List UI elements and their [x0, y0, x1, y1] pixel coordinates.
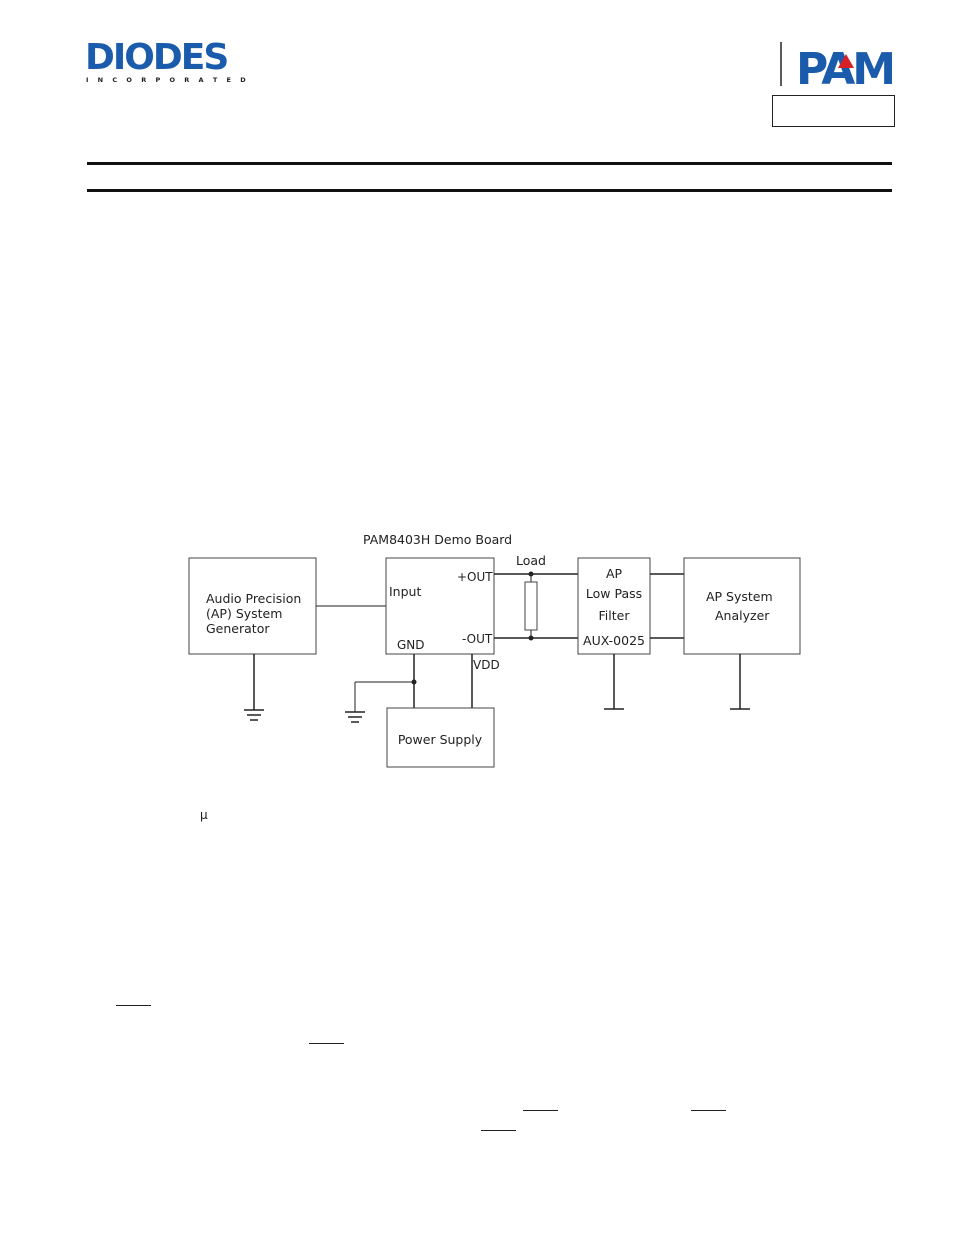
- board-title: PAM8403H Demo Board: [363, 532, 512, 547]
- pam-logo: PAM: [778, 40, 900, 95]
- filter-line1: AP: [606, 566, 623, 581]
- diodes-logo-text: DIODES: [85, 38, 227, 78]
- power-supply-label: Power Supply: [398, 732, 483, 747]
- generator-line1: Audio Precision: [206, 591, 301, 606]
- analyzer-line1: AP System: [706, 589, 773, 604]
- load-resistor-icon: [524, 581, 538, 631]
- analyzer-box: [683, 557, 801, 655]
- overline-mark: [481, 1130, 516, 1131]
- board-vdd-label: VDD: [473, 658, 500, 672]
- demo-board-box: [385, 557, 495, 655]
- mu-symbol: µ: [200, 808, 208, 822]
- filter-line4: AUX-0025: [583, 633, 645, 648]
- generator-line2: (AP) System: [206, 606, 282, 621]
- diodes-logo: DIODES I N C O R P O R A T E D: [85, 37, 257, 84]
- ground-icon: [244, 709, 264, 721]
- overline-mark: [309, 1043, 344, 1044]
- overline-mark: [691, 1110, 726, 1111]
- board-out-pos-label: +OUT: [457, 570, 493, 584]
- analyzer-line2: Analyzer: [715, 608, 770, 623]
- filter-line3: Filter: [599, 608, 631, 623]
- generator-line3: Generator: [206, 621, 270, 636]
- part-number-box: [772, 95, 895, 127]
- test-setup-diagram: PAM8403H Demo Board Audio Precision (AP)…: [188, 532, 801, 768]
- filter-line2: Low Pass: [586, 586, 642, 601]
- board-out-neg-label: -OUT: [462, 632, 493, 646]
- ground-icon: [345, 711, 365, 723]
- load-label: Load: [516, 553, 546, 568]
- overline-mark: [523, 1110, 558, 1111]
- header-rule-bottom: [87, 189, 892, 192]
- header-rule-top: [87, 162, 892, 165]
- power-supply-box: [386, 707, 495, 768]
- board-input-label: Input: [389, 584, 421, 599]
- pam-accent-triangle: [838, 54, 854, 68]
- pam-logo-text: PAM: [796, 44, 893, 88]
- board-gnd-label: GND: [397, 638, 425, 652]
- overline-mark: [116, 1005, 151, 1006]
- diodes-logo-sub: I N C O R P O R A T E D: [86, 76, 249, 84]
